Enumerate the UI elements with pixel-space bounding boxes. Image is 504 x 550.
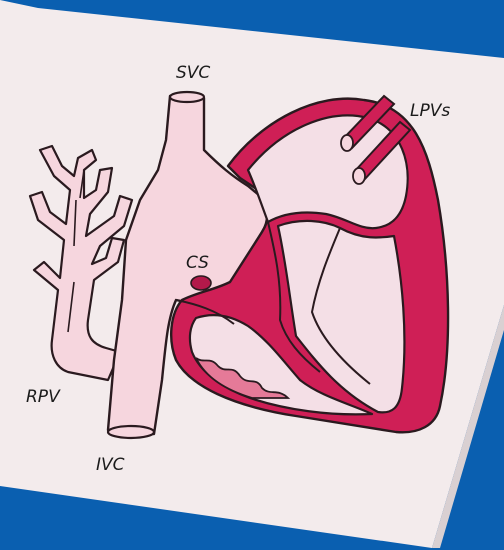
rpv-label: RPV [26, 387, 61, 407]
svc-label: SVC [176, 63, 210, 83]
cs-label: CS [186, 253, 209, 273]
coronary-sinus-icon [191, 276, 211, 290]
ivc-label: IVC [96, 455, 125, 475]
lpvs-label: LPVs [410, 101, 450, 121]
